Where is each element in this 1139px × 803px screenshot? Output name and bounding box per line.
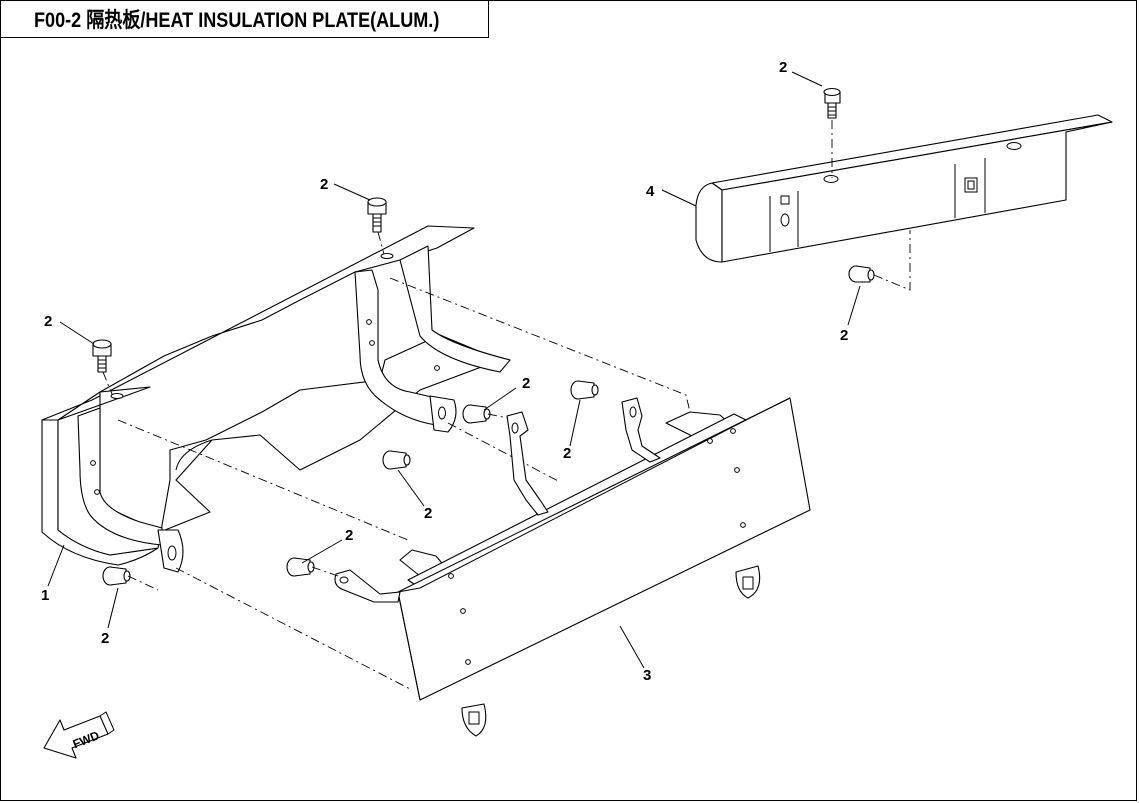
callout-label: 2 bbox=[424, 505, 432, 522]
flange-nut-icon bbox=[848, 265, 875, 283]
callout-label: 2 bbox=[345, 527, 353, 544]
flange-nut-icon bbox=[462, 404, 491, 424]
bolt-icon bbox=[367, 197, 387, 233]
callout-label: 2 bbox=[563, 445, 571, 462]
title-box: F00-2 隔热板/HEAT INSULATION PLATE(ALUM.) bbox=[0, 0, 489, 38]
diagram-title: F00-2 隔热板/HEAT INSULATION PLATE(ALUM.) bbox=[34, 8, 440, 32]
bolt-icon bbox=[823, 87, 841, 119]
callout-label: 2 bbox=[44, 313, 52, 330]
callout-label: 4 bbox=[646, 183, 655, 200]
part-4-heat-shield bbox=[695, 114, 1113, 263]
callout-label: 2 bbox=[840, 327, 848, 344]
callout-label: 2 bbox=[320, 176, 328, 193]
flange-nut-icon bbox=[382, 450, 411, 470]
callout-label: 2 bbox=[779, 59, 787, 76]
callout-label: 2 bbox=[522, 375, 530, 392]
part-1-inner-shield bbox=[41, 225, 511, 573]
flange-nut-icon bbox=[102, 566, 131, 586]
part-3-front-shield bbox=[397, 397, 811, 737]
callout-label: 1 bbox=[41, 587, 49, 604]
support-bracket bbox=[175, 397, 661, 603]
callout-label: 3 bbox=[643, 667, 651, 684]
bolt-icon bbox=[92, 339, 112, 373]
flange-nut-icon bbox=[286, 557, 315, 577]
flange-nut-icon bbox=[570, 380, 599, 400]
fwd-arrow-icon: FWD bbox=[43, 711, 115, 759]
callout-label: 2 bbox=[101, 630, 109, 647]
